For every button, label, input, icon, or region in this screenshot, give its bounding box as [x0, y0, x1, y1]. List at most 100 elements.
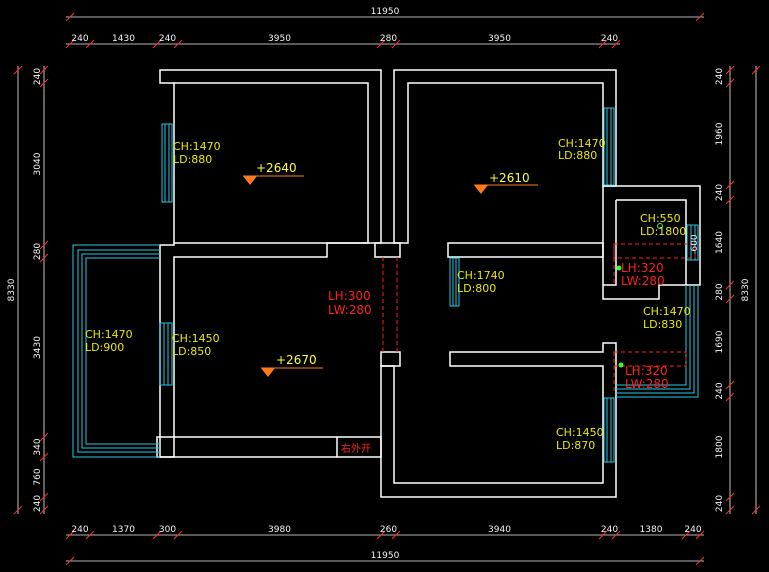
dimension-tick — [598, 39, 608, 49]
dimension-tick — [725, 505, 735, 515]
dimension-label: 240 — [715, 382, 725, 399]
dimension-tick — [695, 556, 705, 566]
dimension-tick — [39, 505, 49, 515]
dimension-tick — [173, 530, 183, 540]
label-lh: LH:320 — [625, 364, 668, 378]
dimension-tick — [695, 530, 705, 540]
dimension-tick — [65, 556, 75, 566]
opening-lines — [382, 243, 696, 394]
dimension-label: 1370 — [112, 525, 135, 535]
dimension-label: 760 — [33, 468, 43, 485]
label-ld: LD:830 — [643, 318, 682, 331]
dimension-label: 240 — [684, 525, 701, 535]
dimension-label: 1430 — [112, 34, 135, 44]
label-ld: LD:850 — [172, 345, 211, 358]
dimension-label: 240 — [33, 495, 43, 512]
level-marker-upper-right: +2610 — [474, 171, 538, 194]
level-lower-left: +2670 — [276, 353, 317, 367]
dimension-label: 240 — [601, 525, 618, 535]
dimension-label: 3940 — [488, 525, 511, 535]
dimension-tick — [391, 39, 401, 49]
dimension-tick — [85, 39, 95, 49]
dimension-label: 240 — [71, 525, 88, 535]
dimension-tick — [65, 530, 75, 540]
marker-dot — [657, 223, 663, 229]
dimension-tick — [152, 530, 162, 540]
dimension-label: 300 — [159, 525, 176, 535]
label-ch: CH:1470 — [173, 140, 221, 153]
dimension-tick — [65, 39, 75, 49]
dimension-tick — [725, 294, 735, 304]
level-upper-right: +2610 — [489, 171, 530, 185]
marker-dot — [616, 265, 622, 271]
label-ld: LD:900 — [85, 341, 124, 354]
dimension-label: 8330 — [741, 278, 751, 301]
dimension-label: 1640 — [715, 231, 725, 254]
dimension-label: 600 — [690, 234, 700, 251]
door-note: 右外开 — [341, 442, 371, 455]
dimension-label: 8330 — [7, 278, 17, 301]
dimension-tick — [725, 195, 735, 205]
dimension-tick — [39, 452, 49, 462]
dimension-tick — [725, 78, 735, 88]
dimension-tick — [725, 65, 735, 75]
dimension-label: 1960 — [715, 122, 725, 145]
dimension-label: 240 — [33, 68, 43, 85]
label-lw: LW:280 — [625, 377, 669, 391]
dimension-label: 3430 — [33, 336, 43, 359]
dimension-tick — [39, 432, 49, 442]
label-lh: LH:320 — [621, 261, 664, 275]
dimension-tick — [751, 505, 761, 515]
dimension-tick — [173, 39, 183, 49]
dimension-label: 3980 — [268, 525, 291, 535]
dimension-label: 3040 — [33, 152, 43, 175]
dimension-tick — [376, 39, 386, 49]
dimension-label: 3950 — [488, 34, 511, 44]
label-lw: LW:280 — [328, 303, 372, 317]
dimension-label: 240 — [715, 184, 725, 201]
label-ch: CH:1740 — [457, 269, 505, 282]
dimension-tick — [598, 530, 608, 540]
dimension-label: 280 — [715, 283, 725, 300]
dimension-tick — [725, 280, 735, 290]
label-ch: CH:550 — [640, 212, 681, 225]
dimension-tick — [611, 39, 621, 49]
dimension-label: 240 — [159, 34, 176, 44]
dimension-label: 260 — [380, 525, 397, 535]
dimension-label: 340 — [33, 438, 43, 455]
label-ld: LD:1800 — [640, 225, 686, 238]
dimension-tick — [39, 240, 49, 250]
dimension-tick — [391, 530, 401, 540]
dimension-tick — [13, 65, 23, 75]
dimension-tick — [695, 12, 705, 22]
dimension-tick — [39, 253, 49, 263]
dimension-tick — [85, 530, 95, 540]
label-ch: CH:1450 — [172, 332, 220, 345]
dimension-label: 240 — [715, 68, 725, 85]
label-ch: CH:1470 — [643, 305, 691, 318]
dimension-label: 1380 — [640, 525, 663, 535]
label-ld: LD:870 — [556, 439, 595, 452]
marker-dot — [618, 362, 624, 368]
dimension-tick — [681, 530, 691, 540]
windows — [72, 107, 699, 463]
dimension-tick — [725, 392, 735, 402]
dimension-tick — [751, 65, 761, 75]
dimension-label: 3950 — [268, 34, 291, 44]
dimension-label: 240 — [601, 34, 618, 44]
level-upper-left: +2640 — [256, 161, 297, 175]
walls — [156, 69, 701, 498]
label-ch: CH:1470 — [558, 137, 606, 150]
window-labels: CH:1470 LD:880 CH:1470 LD:880 CH:1470 LD… — [85, 137, 691, 452]
label-ch: CH:1470 — [85, 328, 133, 341]
dimension-tick — [725, 492, 735, 502]
dimension-tick — [611, 530, 621, 540]
label-ld: LD:880 — [558, 149, 597, 162]
level-marker-upper-left: +2640 — [243, 161, 304, 185]
dimension-tick — [725, 180, 735, 190]
dimension-tick — [152, 39, 162, 49]
dimension-label: 240 — [715, 495, 725, 512]
label-ld: LD:800 — [457, 282, 496, 295]
dimension-tick — [376, 530, 386, 540]
